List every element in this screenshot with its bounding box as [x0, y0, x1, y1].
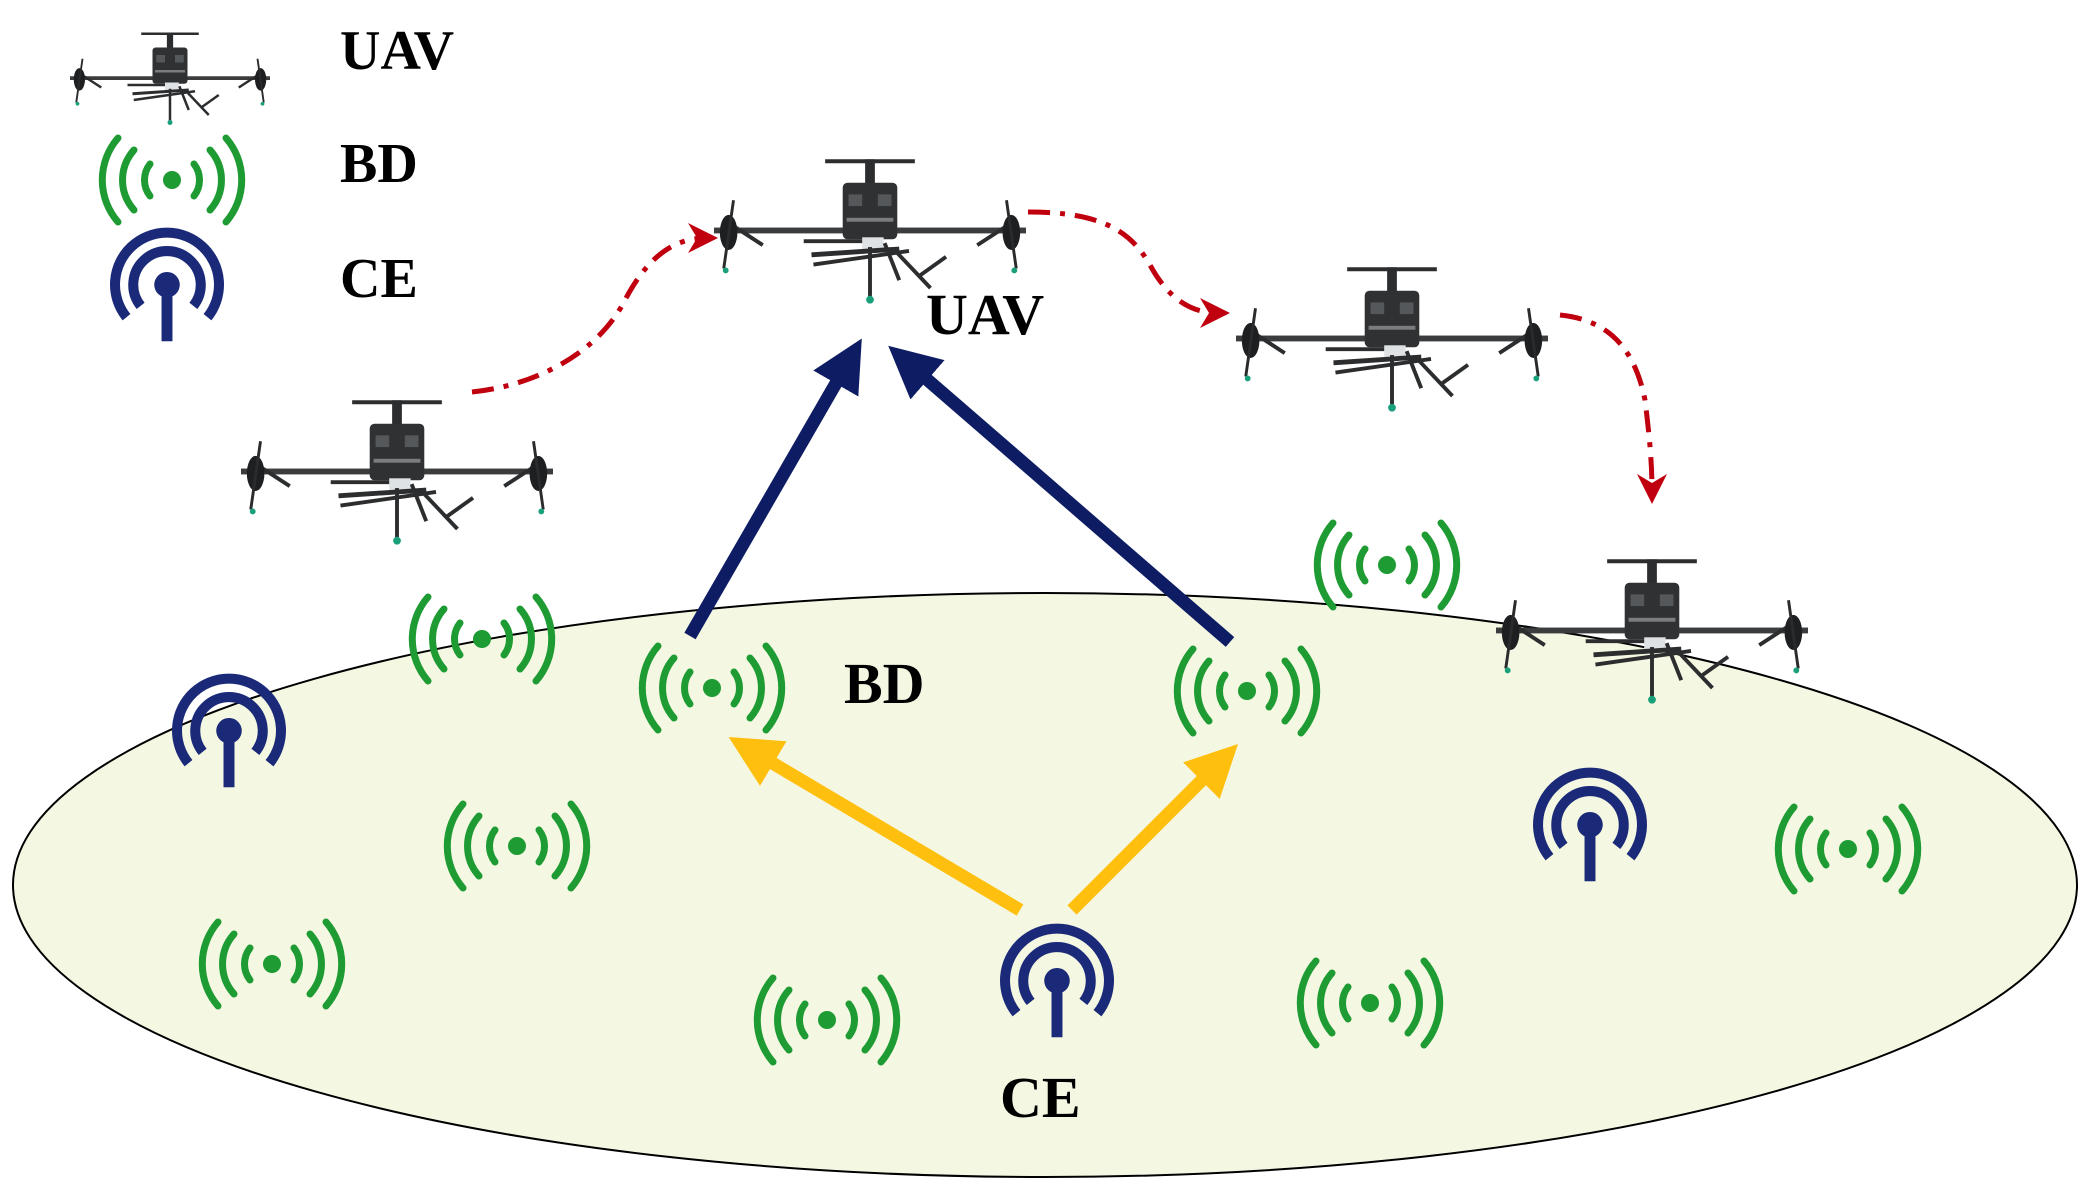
uav-label: UAV — [926, 282, 1044, 347]
legend-ce-icon — [115, 233, 219, 342]
bd-label: BD — [844, 651, 925, 716]
uav-trajectory — [471, 209, 1667, 504]
legend-uav-icon — [68, 30, 272, 127]
bd-signal-icon — [1317, 523, 1456, 607]
legend-ce-label: CE — [340, 248, 418, 310]
legend-uav-label: UAV — [340, 20, 454, 82]
carrier-arrow-left — [728, 737, 1024, 916]
ce-label: CE — [1000, 1065, 1081, 1130]
legend-bd-icon — [102, 138, 241, 222]
uplink-arrow-right — [888, 345, 1235, 647]
uplink-arrow-left — [684, 338, 862, 640]
trajectory-arrow-2 — [1027, 209, 1230, 328]
trajectory-arrow-1 — [471, 223, 718, 395]
coverage-area — [12, 592, 2078, 1178]
legend-bd-label: BD — [340, 133, 418, 195]
legend: UAV BD CE — [68, 20, 454, 342]
carrier-arrow-right — [1067, 743, 1239, 915]
trajectory-arrow-3 — [1559, 312, 1667, 504]
uav-drone-icon-3 — [1236, 267, 1548, 411]
uav-drone-icon-1 — [241, 400, 553, 544]
